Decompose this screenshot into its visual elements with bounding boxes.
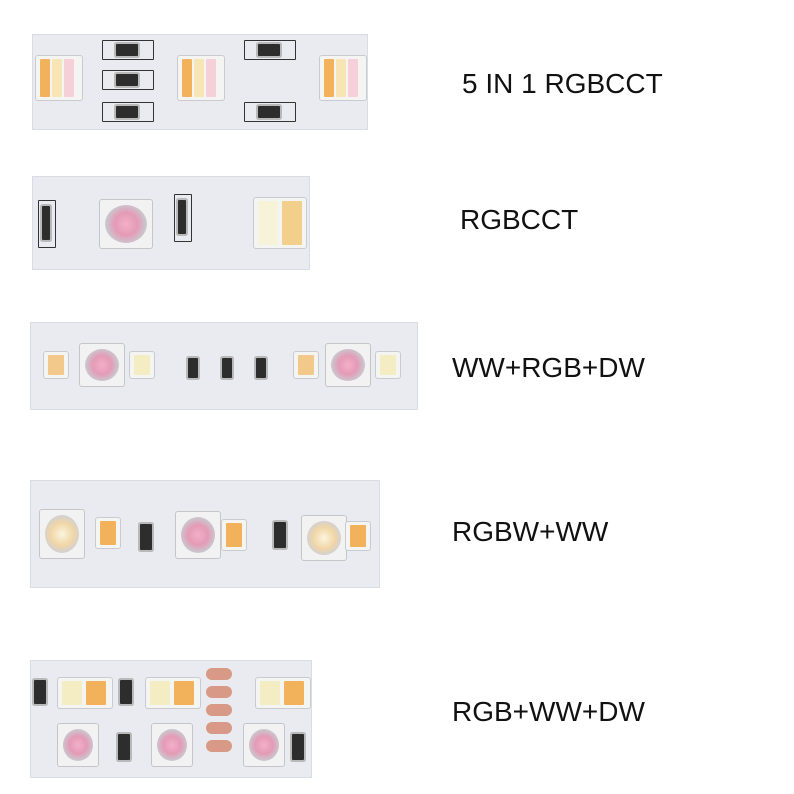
resistor-outline [174,194,192,242]
led-strip-image [30,480,380,588]
ww-led-chip [96,518,120,548]
solder-pad [206,668,232,680]
led-strip-image [30,322,418,410]
resistor [258,106,280,118]
row-ww-rgb-dw: WW+RGB+DW [0,322,794,414]
rgbw-led-chip [176,512,220,558]
row-rgbw-ww: RGBW+WW [0,480,794,590]
resistor [42,206,50,240]
strip-type-label: RGB+WW+DW [452,696,645,727]
led-chip [58,678,112,708]
led-chip [178,56,224,100]
resistor [120,680,132,704]
cw-led-chip [130,352,154,378]
resistor [116,44,138,56]
resistor [34,680,46,704]
ww-led-chip [222,520,246,550]
rgbw-led-chip [40,510,84,558]
ww-led-chip [44,352,68,378]
led-strip-image [30,660,312,778]
resistor [222,358,232,378]
rgbw-led-chip [302,516,346,560]
resistor [274,522,286,548]
resistor-outline [244,40,296,60]
resistor [258,44,280,56]
ww-led-chip [346,522,370,550]
solder-pad [206,704,232,716]
rgb-led-chip [152,724,192,766]
row-rgbcct: RGBCCT [0,176,794,272]
led-chip [320,56,366,100]
rgb-led-chip [244,724,284,766]
resistor-outline [102,40,154,60]
ww-led-chip [294,352,318,378]
rgb-led-chip [326,344,370,386]
solder-pad [206,722,232,734]
solder-pad [206,740,232,752]
row-5in1-rgbcct: 5 IN 1 RGBCCT [0,34,794,134]
solder-pad [206,686,232,698]
rgb-led-chip [80,344,124,386]
resistor-outline [102,102,154,122]
led-chip [146,678,200,708]
resistor-outline [38,200,56,248]
resistor [292,734,304,760]
resistor [188,358,198,378]
resistor-outline [102,70,154,90]
strip-type-label: WW+RGB+DW [452,352,645,383]
led-strip-image [32,34,368,130]
strip-type-label: RGBCCT [460,204,579,235]
resistor [256,358,266,378]
led-chip [256,678,310,708]
cct-led-chip [254,198,306,248]
row-rgb-ww-dw: RGB+WW+DW [0,660,794,780]
strip-type-label: 5 IN 1 RGBCCT [462,68,663,99]
resistor [116,74,138,86]
rgb-led-chip [100,200,152,248]
resistor [118,734,130,760]
resistor [140,524,152,550]
resistor-outline [244,102,296,122]
rgb-led-chip [58,724,98,766]
resistor [178,200,186,234]
led-strip-image [32,176,310,270]
led-chip [36,56,82,100]
strip-type-label: RGBW+WW [452,516,609,547]
resistor [116,106,138,118]
cw-led-chip [376,352,400,378]
